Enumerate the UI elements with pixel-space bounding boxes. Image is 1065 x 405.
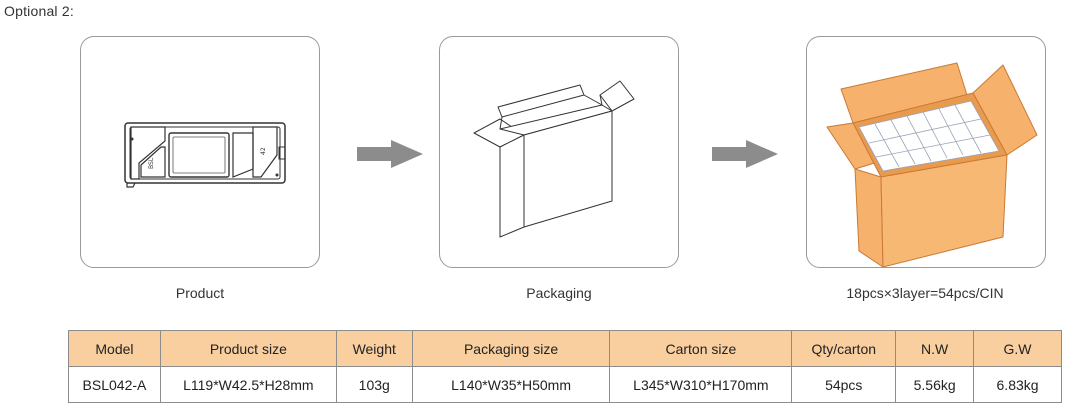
cell-qty-carton: 54pcs [791,366,897,403]
cell-nw: 5.56kg [895,366,975,403]
cell-gw: 6.83kg [973,366,1062,403]
col-header-weight: Weight [335,330,413,367]
carton-panel [806,36,1046,268]
section-heading: Optional 2: [4,3,74,19]
col-header-carton-size: Carton size [609,330,793,367]
product-caption: Product [175,285,225,301]
cell-model: BSL042-A [68,366,161,403]
packaging-panel [439,36,679,268]
arrow-right-icon [357,140,423,168]
cell-carton-size: L345*W310*H170mm [609,366,793,403]
product-driver-icon: BSL 42 [124,122,286,188]
cell-packaging-size: L140*W35*H50mm [411,366,611,403]
cell-weight: 103g [335,366,413,403]
carton-caption: 18pcs×3layer=54pcs/CIN [846,285,1004,301]
carton-icon [826,62,1038,268]
product-label-text-2: 42 [260,147,267,155]
col-header-nw: N.W [895,330,975,367]
col-header-model: Model [68,330,161,367]
col-header-packaging-size: Packaging size [411,330,611,367]
packaging-box-icon [473,80,635,238]
cell-product-size: L119*W42.5*H28mm [159,366,337,403]
arrow-right-icon-2 [712,140,778,168]
table-row: BSL042-A L119*W42.5*H28mm 103g L140*W35*… [68,366,1062,403]
product-panel: BSL 42 [80,36,320,268]
spec-table: Model Product size Weight Packaging size… [68,330,1062,403]
table-header-row: Model Product size Weight Packaging size… [68,330,1062,367]
col-header-qty-carton: Qty/carton [791,330,897,367]
product-label-text: BSL [148,157,155,169]
col-header-product-size: Product size [159,330,337,367]
packaging-caption: Packaging [526,285,592,301]
col-header-gw: G.W [973,330,1062,367]
